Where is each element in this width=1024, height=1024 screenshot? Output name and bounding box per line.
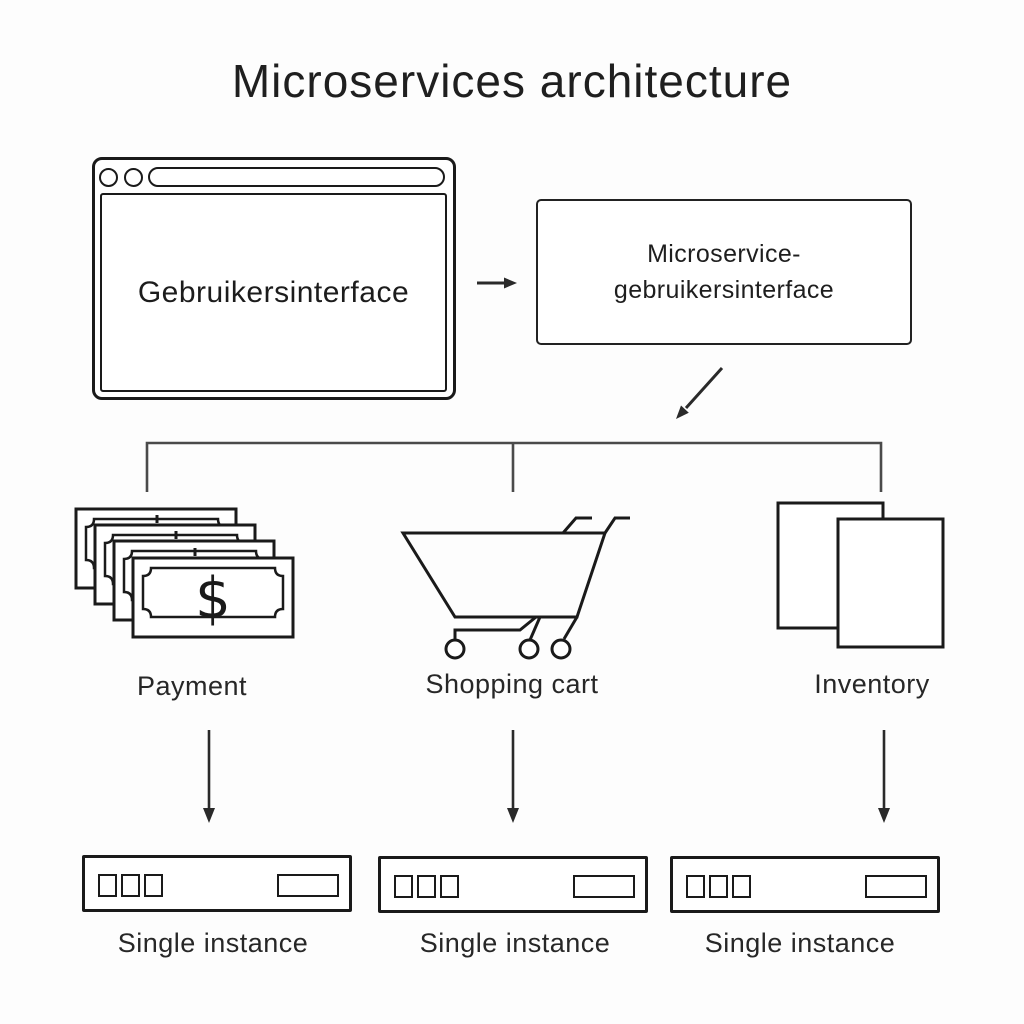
gateway-box: Microservice- gebruikersinterface [536, 199, 912, 345]
server-chip-icon [98, 874, 117, 897]
dollar-sign: $ [195, 566, 231, 631]
server-chip-icon [121, 874, 140, 897]
page-title: Microservices architecture [231, 55, 793, 107]
browser-window: Gebruikersinterface [92, 157, 456, 400]
arrow-diagonal-icon [676, 366, 724, 419]
server-chip-icon [709, 875, 728, 898]
money-icon: $ [74, 507, 295, 639]
server-slot-icon [573, 875, 635, 898]
server-chip-icon [144, 874, 163, 897]
browser-label: Gebruikersinterface [137, 275, 410, 309]
server-chip-icon [417, 875, 436, 898]
gateway-label: Microservice- gebruikersinterface [613, 240, 835, 304]
server-chip-icon [394, 875, 413, 898]
window-button-icon [123, 167, 143, 187]
shopping-cart-icon [400, 516, 630, 660]
server-chip-icon [686, 875, 705, 898]
arrow-down-icon [878, 730, 890, 823]
server-box-shopping-cart [378, 856, 648, 913]
documents-icon [776, 501, 945, 649]
server-chip-icon [732, 875, 751, 898]
service-label-shopping-cart: Shopping cart [425, 669, 599, 699]
service-label-payment: Payment [136, 671, 248, 701]
arrow-down-icon [507, 730, 519, 823]
server-slot-icon [865, 875, 927, 898]
instance-label-payment: Single instance [117, 928, 309, 958]
instance-label-shopping-cart: Single instance [419, 928, 611, 958]
browser-content-area: Gebruikersinterface [100, 193, 447, 392]
window-button-icon [98, 167, 118, 187]
server-box-inventory [670, 856, 940, 913]
server-box-payment [82, 855, 352, 912]
address-bar-icon [148, 167, 445, 187]
service-label-inventory: Inventory [814, 669, 930, 699]
server-slot-icon [277, 874, 339, 897]
instance-label-inventory: Single instance [704, 928, 896, 958]
arrow-down-icon [203, 730, 215, 823]
arrow-right-icon [477, 277, 517, 289]
connector-tree [145, 441, 883, 492]
server-chip-icon [440, 875, 459, 898]
